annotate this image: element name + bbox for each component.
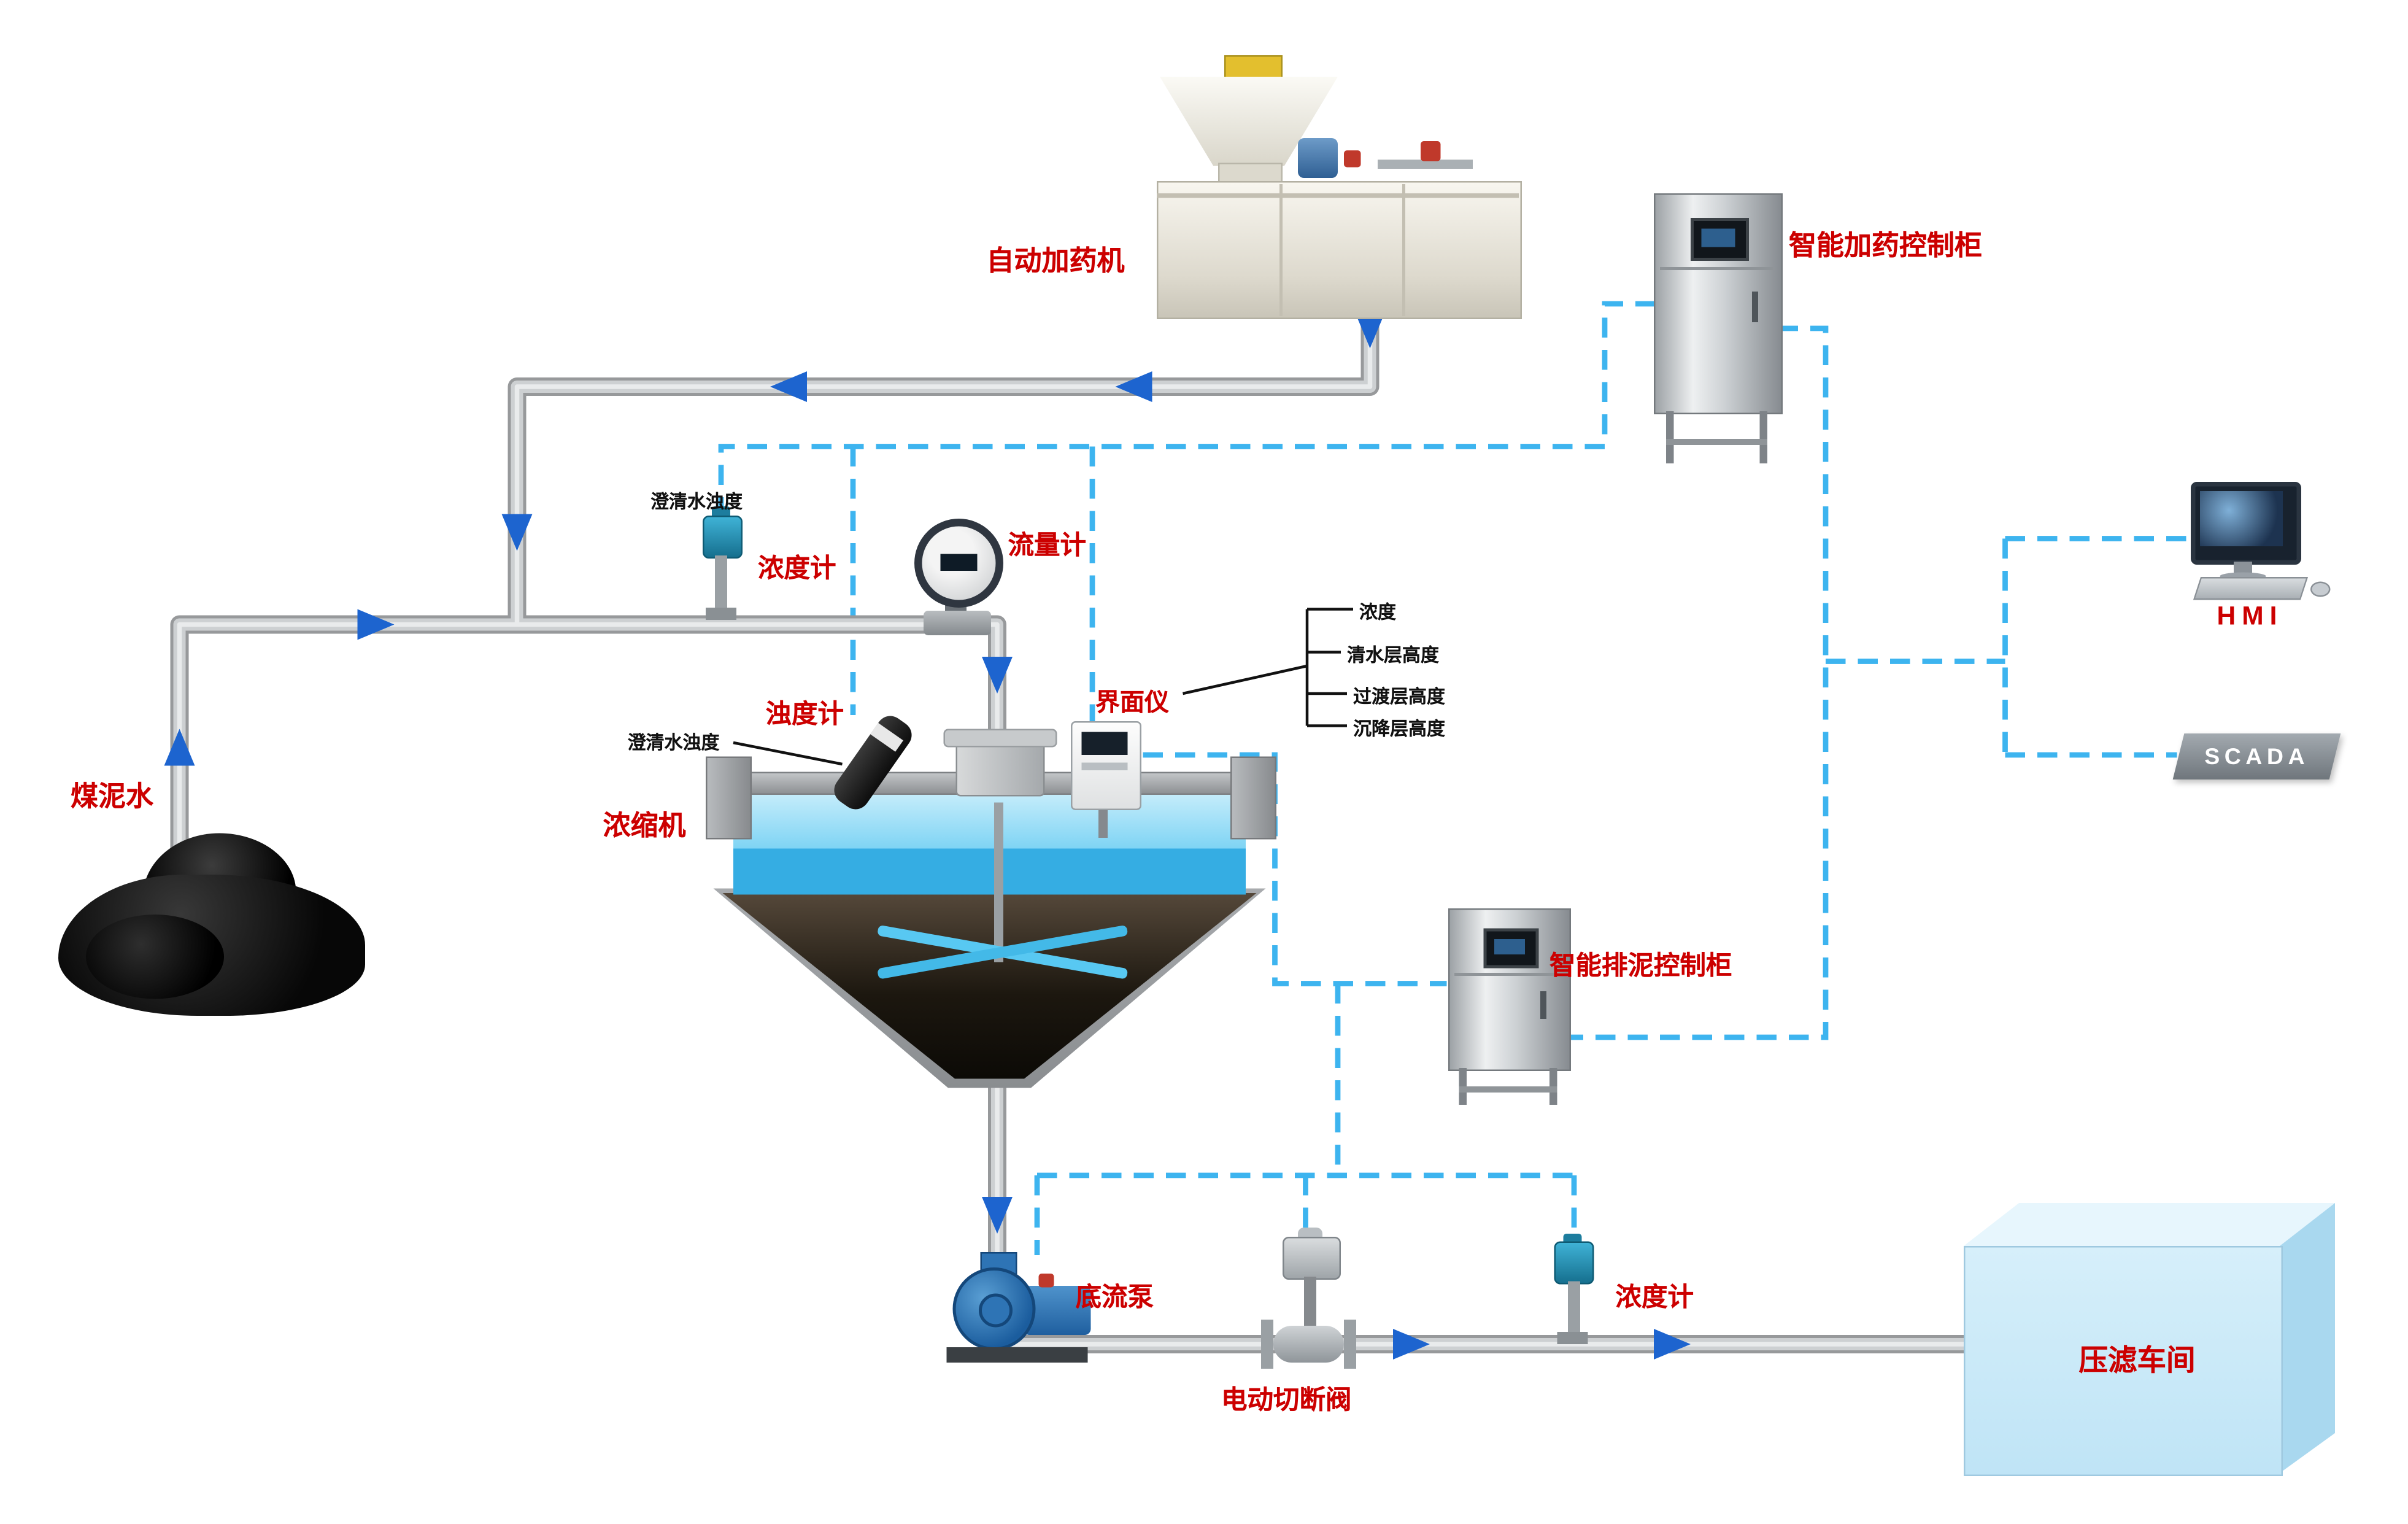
flow-arrow-right <box>1654 1329 1691 1360</box>
thickener-pillar <box>706 756 752 840</box>
flow-arrow-left <box>1115 371 1152 402</box>
flow-arrow-left <box>770 371 807 402</box>
flow-meter-label: 流量计 <box>1008 531 1087 560</box>
dosing-machine-valve <box>1421 141 1441 161</box>
scada-badge: SCADA <box>2172 733 2341 779</box>
dosing-control-cabinet <box>1654 193 1783 466</box>
turbidity-leader <box>733 741 843 766</box>
thickener-pillar <box>1230 756 1276 840</box>
interface-reading-clear-layer: 清水层高度 <box>1347 644 1440 666</box>
filter-press-workshop-label: 压滤车间 <box>2078 1345 2196 1379</box>
interface-meter-device <box>1071 721 1141 841</box>
clarified-turbidity-tank-label: 澄清水浊度 <box>627 732 720 754</box>
interface-meter-label: 界面仪 <box>1095 690 1170 717</box>
flow-arrow-right <box>357 609 395 640</box>
interface-reading-transition-layer: 过渡层高度 <box>1353 686 1446 708</box>
dosing-machine-body <box>1157 181 1522 319</box>
flow-arrow-down <box>1354 311 1386 349</box>
densitometer-underflow-label: 浓度计 <box>1615 1283 1694 1312</box>
sludge-control-cabinet <box>1448 908 1571 1108</box>
signal-dosing-cabinet-to-sensors <box>718 301 1656 513</box>
dosing-machine-valve <box>1344 150 1361 168</box>
turbidity-meter-label: 浊度计 <box>765 700 844 729</box>
flow-arrow-down <box>982 657 1013 694</box>
signal-lines <box>718 301 2191 1255</box>
thickener-shaft <box>994 802 1003 962</box>
flow-meter-device <box>911 516 1006 635</box>
scada-label: SCADA <box>2204 743 2309 770</box>
signal-right-trunk <box>1571 325 1829 1040</box>
thickener-water-surface <box>733 790 1246 849</box>
hmi-label: HMI <box>2217 601 2283 631</box>
interface-reading-concentration: 浓度 <box>1359 601 1397 623</box>
flow-arrow-right <box>1393 1329 1430 1360</box>
dosing-machine <box>1148 43 1528 322</box>
coal-pile <box>58 826 373 1022</box>
keyboard-icon <box>2193 577 2309 600</box>
shutoff-valve-device <box>1255 1228 1362 1372</box>
thickener-tank <box>698 714 1281 1097</box>
interface-bracket-leader <box>1183 664 1308 695</box>
filter-press-workshop-box <box>1964 1194 2340 1479</box>
dosing-machine-motor <box>1298 138 1338 178</box>
shutoff-valve-label: 电动切断阀 <box>1221 1385 1352 1415</box>
thickener-water-deep <box>733 848 1246 895</box>
hmi-workstation <box>2185 479 2332 601</box>
thickener-sludge <box>722 893 1257 1079</box>
dosing-machine-label: 自动加药机 <box>986 246 1125 276</box>
underflow-pump-label: 底流泵 <box>1075 1283 1154 1312</box>
cabinet-handle <box>1540 991 1546 1019</box>
densitometer-underflow-device <box>1546 1234 1602 1350</box>
sludge-control-cabinet-label: 智能排泥控制柜 <box>1549 951 1732 981</box>
monitor-icon <box>2191 482 2301 565</box>
densitometer-feed-label: 浓度计 <box>758 554 836 584</box>
thickener-drive <box>955 741 1045 797</box>
mouse-icon <box>2310 581 2331 597</box>
callout-lines <box>733 608 1353 913</box>
flow-arrow-up <box>164 729 195 766</box>
interface-reading-settling-layer: 沉降层高度 <box>1353 718 1446 740</box>
thickener-label: 浓缩机 <box>603 810 686 841</box>
flow-arrows <box>164 311 1691 1360</box>
coal-slurry-label: 煤泥水 <box>71 781 153 812</box>
cabinet-handle <box>1752 292 1758 322</box>
signal-interface-to-sludge-cabinet <box>1143 752 1447 986</box>
dosing-control-cabinet-label: 智能加药控制柜 <box>1789 230 1982 261</box>
underflow-pump-device <box>944 1252 1091 1378</box>
flow-arrow-down <box>982 1197 1013 1234</box>
densitometer-feed-device <box>693 506 749 626</box>
clarified-turbidity-feed-label: 澄清水浊度 <box>650 491 743 513</box>
flow-arrow-down <box>501 514 533 551</box>
